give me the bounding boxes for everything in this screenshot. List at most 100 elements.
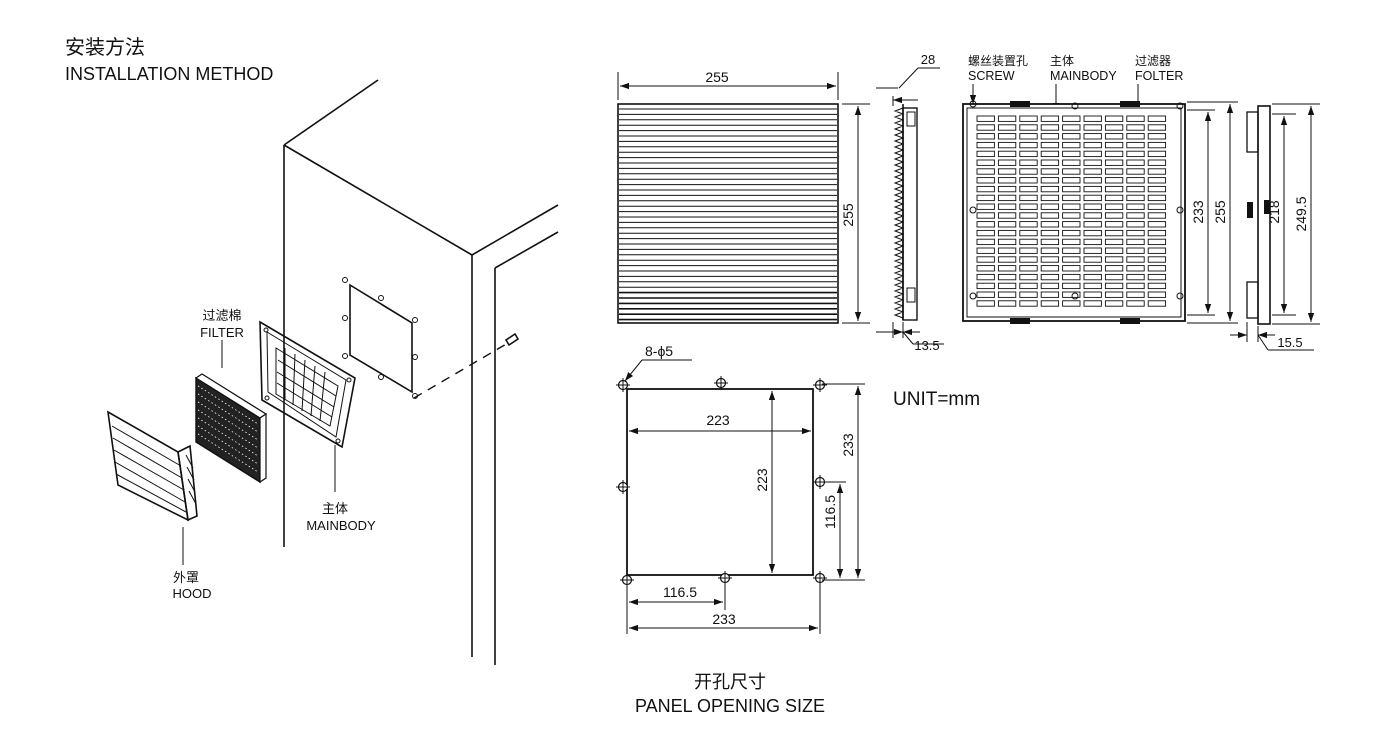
grille-cell — [1126, 238, 1145, 246]
grille-cell — [1062, 256, 1081, 263]
grille-cell — [1062, 291, 1081, 298]
grille-cell — [1147, 150, 1167, 158]
grille-cell — [1062, 247, 1081, 254]
side-depth-top-value: 28 — [921, 52, 935, 67]
grille-cell — [1083, 282, 1102, 290]
grille-cell — [1019, 238, 1038, 246]
back-mainbody-label-en: MAINBODY — [1050, 69, 1117, 83]
grille-cell — [1062, 282, 1081, 290]
grille-cell — [1126, 133, 1145, 140]
grille-cell — [997, 159, 1017, 166]
grille-cell — [1147, 229, 1167, 237]
cabinet — [283, 79, 559, 665]
grille-cell — [1040, 203, 1060, 210]
back-filter-label-en: FOLTER — [1135, 69, 1183, 83]
hood-label-en: HOOD — [173, 586, 212, 601]
grille-cell — [1083, 194, 1102, 202]
grille-cell — [1019, 273, 1038, 281]
grille-cell — [1062, 265, 1081, 272]
grille-cell — [1126, 168, 1145, 175]
screw — [504, 332, 520, 347]
panel-opening-title-cn: 开孔尺寸 — [694, 672, 766, 693]
grille-cell — [1104, 256, 1124, 263]
grille-cell — [1083, 300, 1102, 307]
grille-cell — [1147, 256, 1167, 263]
grille-cell — [1062, 185, 1081, 193]
grille-cell — [1019, 141, 1038, 149]
grille-cell — [976, 124, 995, 131]
grille-cell — [976, 291, 995, 298]
grille-cell — [976, 168, 995, 175]
grille-cell — [1062, 221, 1081, 228]
grille-cell — [1040, 229, 1060, 237]
grille-cell — [976, 247, 995, 254]
grille-cell — [1062, 124, 1081, 131]
grille-cell — [1040, 177, 1060, 184]
hole-marker — [813, 378, 827, 392]
grille-cell — [1062, 159, 1081, 166]
grille-cell — [1104, 185, 1124, 193]
grille-cell — [976, 229, 995, 237]
grille-cell — [1104, 168, 1124, 175]
opening-inner-width-value: 223 — [706, 412, 730, 428]
grille-cell — [997, 291, 1017, 298]
grille-cell — [1019, 159, 1038, 166]
mount-hole — [342, 277, 348, 283]
installation-section: 安装方法 INSTALLATION METHOD — [65, 35, 559, 665]
assembly-line — [413, 342, 509, 399]
grille-cell — [1062, 177, 1081, 184]
grille-cell — [1126, 282, 1145, 290]
mount-hole — [412, 317, 418, 323]
panel-opening-title-en: PANEL OPENING SIZE — [635, 696, 825, 716]
grille-cell — [1104, 247, 1124, 254]
grille-cell — [997, 265, 1017, 272]
grille-cell — [1062, 238, 1081, 246]
grille-cell — [1083, 177, 1102, 184]
hole-spec-label: 8-ϕ5 — [645, 343, 673, 359]
grille-cell — [976, 141, 995, 149]
grille-cell — [1062, 141, 1081, 149]
grille-cell — [1104, 133, 1124, 140]
grille-cell — [1040, 247, 1060, 254]
grille-cell — [1040, 124, 1060, 131]
grille-cell — [1104, 115, 1124, 122]
grille-cell — [1147, 124, 1167, 131]
grille-cell — [1019, 265, 1038, 272]
grille-cell — [1147, 300, 1167, 307]
grille-cell — [1083, 115, 1102, 122]
grille-cell — [976, 133, 995, 140]
side-depth-bottom-value: 13.5 — [914, 338, 939, 353]
grille-cell — [1019, 185, 1038, 193]
grille-cell — [1147, 247, 1167, 254]
grille-cell — [1104, 177, 1124, 184]
grille-cell — [1126, 291, 1145, 298]
grille-cell — [1126, 115, 1145, 122]
grille-cell — [1019, 221, 1038, 228]
grille-cell — [1083, 256, 1102, 263]
grille-cell — [1062, 300, 1081, 307]
grille-cell — [997, 150, 1017, 158]
grille-cell — [1104, 124, 1124, 131]
grille-cell — [1104, 300, 1124, 307]
grille-cell — [1126, 273, 1145, 281]
grille-cell — [1147, 282, 1167, 290]
grille-cell — [1019, 115, 1038, 122]
grille-cell — [1104, 159, 1124, 166]
grille-cell — [976, 221, 995, 228]
grille-cell — [1126, 221, 1145, 228]
grille-cell — [1019, 229, 1038, 237]
grille-cell — [1126, 203, 1145, 210]
grille-cell — [1083, 185, 1102, 193]
grille-cell — [1062, 194, 1081, 202]
grille-cell — [1147, 133, 1167, 140]
grille-cell — [1040, 150, 1060, 158]
grille-cell — [1104, 291, 1124, 298]
grille-cell — [1019, 124, 1038, 131]
grille-cell — [997, 212, 1017, 219]
grille-cell — [976, 203, 995, 210]
grille-cell — [1147, 203, 1167, 210]
grille-cell — [1040, 141, 1060, 149]
grille-cell — [1104, 265, 1124, 272]
grille-cell — [976, 150, 995, 158]
